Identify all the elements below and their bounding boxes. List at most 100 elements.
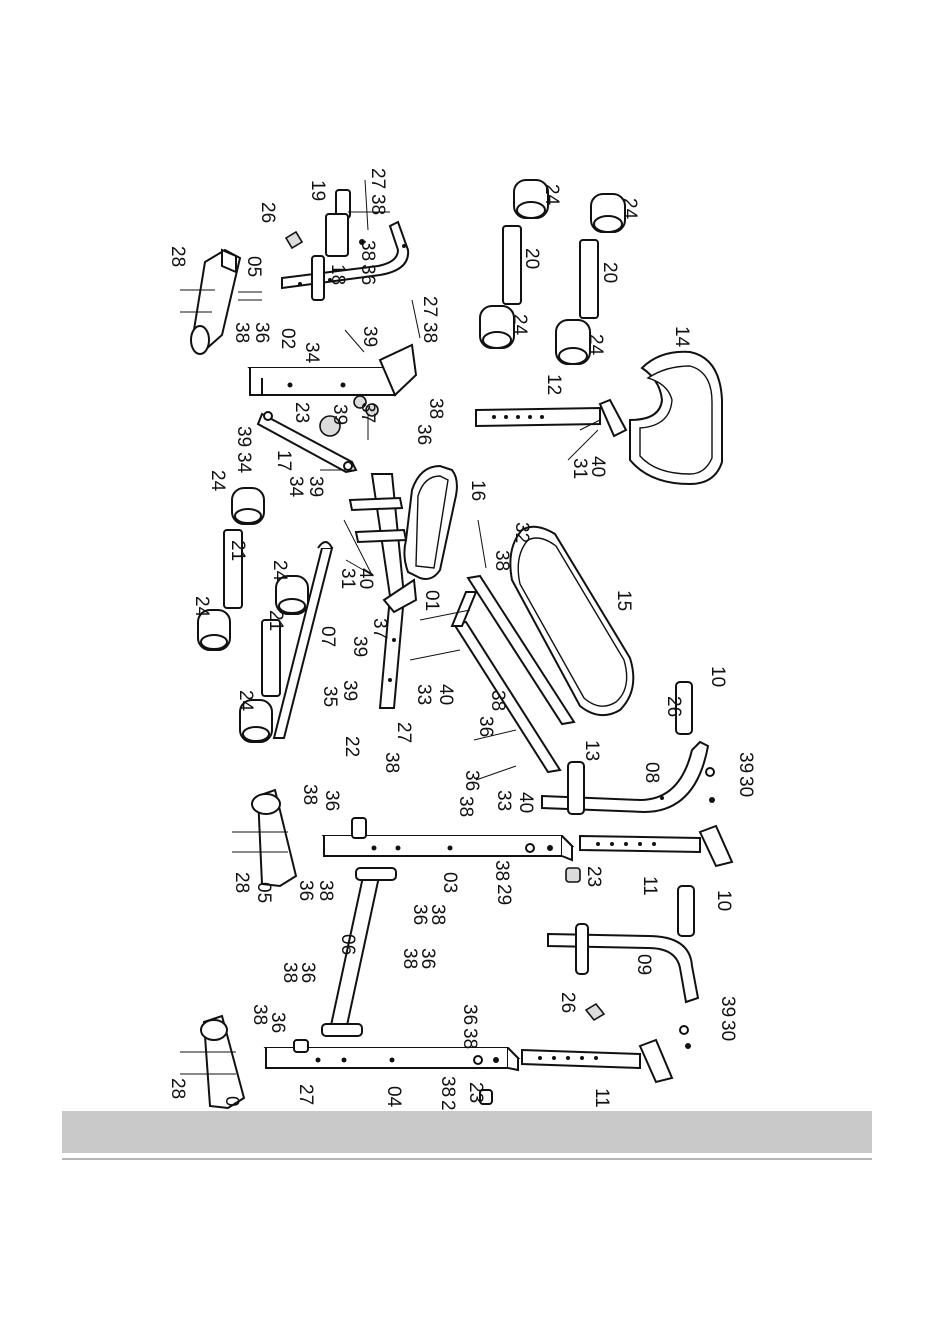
part-18-bracket xyxy=(281,179,410,301)
callout-label: 36 xyxy=(409,904,430,925)
callout-label: 31 xyxy=(569,458,590,479)
footer-band xyxy=(62,1111,872,1153)
callout-label: 2 xyxy=(437,1100,458,1110)
callout-label: 36 xyxy=(459,1004,480,1025)
part-24-roller-d xyxy=(555,319,591,365)
callout-label: 38 xyxy=(279,962,300,983)
callout-label: 33 xyxy=(413,684,434,705)
callout-label: 28 xyxy=(167,246,188,267)
callout-label: 24 xyxy=(585,334,606,356)
callout-label: 38 xyxy=(491,550,512,571)
part-05-foot-bottom xyxy=(180,1014,246,1110)
callout-label: 07 xyxy=(317,626,338,647)
part-11-post-lower xyxy=(521,1038,674,1084)
callout-label: 23 xyxy=(465,1082,486,1103)
callout-label: 24 xyxy=(541,184,562,206)
callout-label: 24 xyxy=(509,314,530,336)
part-05-foot-mid xyxy=(232,788,298,888)
part-06-crossbar xyxy=(321,867,397,1037)
part-24-roller-h xyxy=(239,699,273,743)
callout-label: 33 xyxy=(493,790,514,811)
callout-label: 20 xyxy=(599,262,620,283)
callout-label: 38 xyxy=(381,752,402,773)
callout-label: 05 xyxy=(243,256,264,277)
callout-label: 40 xyxy=(355,568,376,589)
part-05-foot-top xyxy=(180,248,262,355)
callout-label: 36 xyxy=(267,1012,288,1033)
callout-label: 24 xyxy=(619,198,640,220)
callout-label: 36 xyxy=(321,790,342,811)
callout-label: 12 xyxy=(543,374,564,395)
callout-label: 27 xyxy=(393,722,414,743)
callout-label: 02 xyxy=(277,328,298,349)
callout-label: 36 xyxy=(413,424,434,445)
callout-label: 32 xyxy=(511,522,532,543)
part-24-roller-e xyxy=(231,487,265,525)
part-08-lever xyxy=(541,681,715,815)
callout-label: 38 xyxy=(491,860,512,881)
callout-label: 04 xyxy=(383,1086,404,1108)
callout-label: 34 xyxy=(301,342,322,364)
part-07-long-bar xyxy=(272,541,334,739)
part-20-bar-a xyxy=(502,225,522,305)
callout-label: 38 xyxy=(367,194,388,215)
callout-label: 27 xyxy=(367,168,388,189)
callout-label: 37 xyxy=(369,618,390,639)
callout-label: 38 xyxy=(357,240,378,261)
callout-label: 38 xyxy=(459,1028,480,1049)
callout-label: 39 xyxy=(359,326,380,347)
callout-label: 31 xyxy=(337,568,358,589)
callout-label: 30 xyxy=(717,1020,738,1041)
callout-label: 38 xyxy=(437,1076,458,1097)
callout-label: 16 xyxy=(467,480,488,501)
callout-label: 36 xyxy=(461,770,482,791)
part-04-lower-upright xyxy=(263,1039,521,1105)
callout-label: 36 xyxy=(295,880,316,901)
callout-label: 11 xyxy=(639,876,660,896)
callout-label: 40 xyxy=(435,684,456,705)
callout-label: 20 xyxy=(521,248,542,269)
callout-label: 39 xyxy=(329,404,350,425)
callout-label: 28 xyxy=(231,872,252,893)
callout-label: 15 xyxy=(613,590,634,611)
part-11-post-upper xyxy=(565,824,734,883)
callout-label: 29 xyxy=(493,884,514,905)
part-12-seat-post xyxy=(475,398,628,461)
callout-label: 01 xyxy=(421,590,442,611)
callout-label: 24 xyxy=(207,470,228,492)
callout-label: 40 xyxy=(587,456,608,477)
callout-label: 38 xyxy=(427,904,448,925)
callout-label: 19 xyxy=(307,180,328,201)
callout-label: 24 xyxy=(191,596,212,618)
callout-label: 39 xyxy=(349,636,370,657)
callout-label: 09 xyxy=(633,954,654,975)
part-09-lever xyxy=(547,885,700,1049)
callout-label: 28 xyxy=(167,1078,188,1099)
part-16-pad xyxy=(403,464,458,580)
callout-label: 21 xyxy=(265,610,286,631)
part-24-roller-a xyxy=(513,179,549,219)
part-24-roller-c xyxy=(590,193,626,233)
callout-label: 36 xyxy=(357,264,378,285)
callout-label: 26 xyxy=(663,696,684,717)
callout-label: 36 xyxy=(475,716,496,737)
callout-label: 38 xyxy=(399,948,420,969)
callout-label: 14 xyxy=(671,326,692,348)
part-20-bar-b xyxy=(579,239,599,319)
callout-label: 22 xyxy=(341,736,362,757)
part-24-roller-b xyxy=(479,305,515,349)
callout-label: 39 xyxy=(735,752,756,773)
callout-label: 36 xyxy=(417,948,438,969)
part-03-middle-upright xyxy=(321,817,575,862)
part-21-bar-a xyxy=(223,529,243,609)
callout-label: 39 xyxy=(717,996,738,1017)
callout-label: 39 xyxy=(339,680,360,701)
callout-label: 38 xyxy=(487,690,508,711)
callout-label: 27 xyxy=(419,296,440,317)
callout-label: 21 xyxy=(227,540,248,561)
part-19-handle-pin xyxy=(284,189,390,257)
callout-label: 05 xyxy=(253,882,274,903)
callout-label: 30 xyxy=(735,776,756,797)
callout-label: 23 xyxy=(291,402,312,423)
callout-label: 39 xyxy=(233,426,254,447)
